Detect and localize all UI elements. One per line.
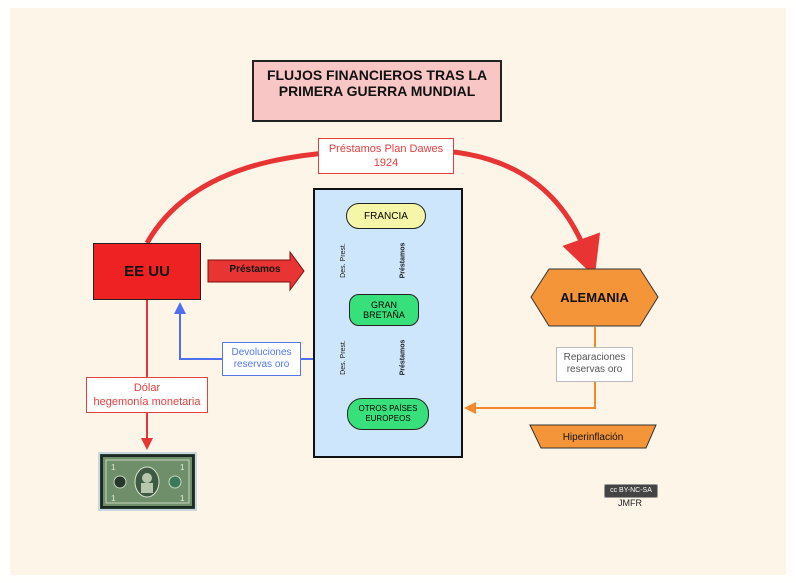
repayment-label-bottom: Des. Prest. [339, 339, 347, 375]
germany-node-shape [530, 268, 659, 327]
svg-text:1: 1 [180, 463, 185, 472]
loans-arrow-label: Préstamos [229, 264, 281, 275]
great-britain-node: GRAN BRETAÑA [349, 294, 419, 326]
france-node: FRANCIA [346, 203, 426, 229]
reparations-line2: reservas oro [566, 364, 623, 375]
svg-text:1: 1 [180, 494, 185, 503]
svg-text:1: 1 [111, 494, 116, 503]
diagram-title: FLUJOS FINANCIEROS TRAS LA PRIMERA GUERR… [252, 60, 502, 122]
hyperinflation-banner [529, 424, 657, 449]
creative-commons-badge: cc BY-NC-SA [604, 484, 658, 498]
other-european-label-line1: OTROS PAÍSES [358, 404, 418, 413]
usa-node: EE UU [93, 243, 201, 300]
other-european-label-line2: EUROPEOS [365, 414, 411, 423]
loans-label-top: Préstamos [399, 242, 407, 278]
repayment-label-top: Des. Prest. [339, 242, 347, 278]
germany-node-label: ALEMANIA [560, 290, 629, 305]
hyperinflation-label: Hiperinflación [563, 432, 624, 443]
author-name: JMFR [618, 498, 642, 508]
loans-block-arrow [207, 250, 305, 292]
loans-label-bottom: Préstamos [399, 339, 407, 375]
repayments-gold-line1: Devoluciones [231, 347, 292, 358]
dollar-hegemony-line2: hegemonía monetaria [93, 396, 201, 408]
dawes-plan-label-line1: Préstamos Plan Dawes [328, 143, 444, 155]
great-britain-label-line2: BRETAÑA [363, 310, 405, 320]
dollar-hegemony-line1: Dólar [133, 382, 161, 394]
dollar-hegemony-label: Dólar hegemonía monetaria [86, 377, 208, 413]
svg-text:1: 1 [111, 463, 116, 472]
repayments-gold-line2: reservas oro [233, 359, 290, 370]
dollar-bill-icon: 1 1 1 1 [101, 455, 194, 508]
reparations-line1: Reparaciones [563, 352, 626, 363]
great-britain-label-line1: GRAN [370, 300, 397, 310]
other-european-node: OTROS PAÍSES EUROPEOS [347, 398, 429, 430]
author-credit: cc BY-NC-SA JMFR [604, 484, 658, 512]
reparations-label: Reparaciones reservas oro [556, 347, 633, 382]
dawes-plan-label: Préstamos Plan Dawes 1924 [318, 138, 454, 174]
dollar-bill-image: 1 1 1 1 [98, 452, 197, 511]
repayments-gold-label: Devoluciones reservas oro [222, 342, 301, 376]
dawes-plan-label-line2: 1924 [373, 157, 399, 169]
